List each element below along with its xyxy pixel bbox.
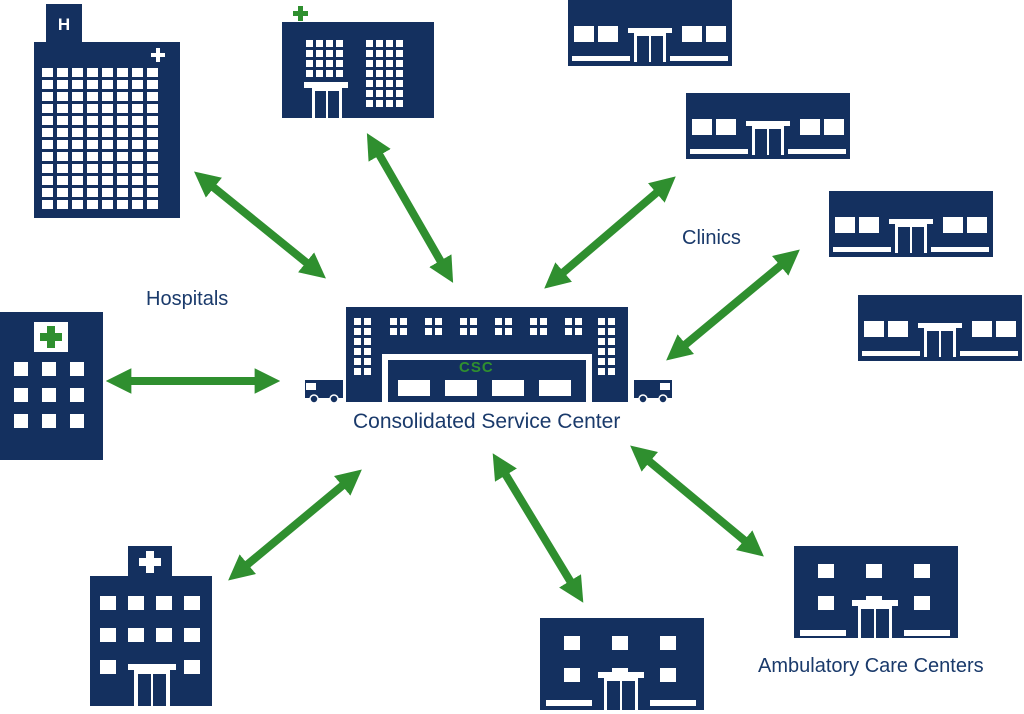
clinics-label: Clinics bbox=[682, 227, 741, 249]
arrow-hospital-tower bbox=[194, 171, 326, 279]
hospitals-label: Hospitals bbox=[146, 288, 229, 310]
hospital-icon bbox=[282, 6, 434, 118]
clinic-icon bbox=[829, 191, 993, 257]
clinic-icon bbox=[686, 93, 850, 159]
hospital-icon bbox=[90, 546, 212, 706]
arrow-clinic-2 bbox=[666, 249, 800, 361]
csc-code-label: CSC bbox=[459, 359, 494, 376]
delivery-truck-icon bbox=[305, 380, 343, 404]
arrow-clinic-1 bbox=[544, 176, 676, 289]
hospital-tower-icon: H bbox=[34, 4, 180, 218]
arrow-hospital-top bbox=[366, 133, 454, 283]
arrow-hospital-bottom bbox=[228, 469, 362, 581]
csc-name-label: Consolidated Service Center bbox=[353, 410, 621, 433]
delivery-truck-icon bbox=[634, 380, 672, 404]
ambulatory-label: Ambulatory Care Centers bbox=[758, 655, 984, 677]
clinic-icon bbox=[568, 0, 732, 66]
consolidated-service-center-icon bbox=[346, 307, 628, 402]
hospital-sign-text: H bbox=[58, 15, 70, 34]
ambulatory-care-center-icon bbox=[540, 618, 704, 710]
clinic-icon bbox=[858, 295, 1022, 361]
hospital-icon bbox=[0, 312, 103, 460]
ambulatory-care-center-icon bbox=[794, 546, 958, 638]
arrow-ambulatory-bottom bbox=[492, 453, 584, 603]
arrow-ambulatory-right bbox=[630, 445, 764, 557]
